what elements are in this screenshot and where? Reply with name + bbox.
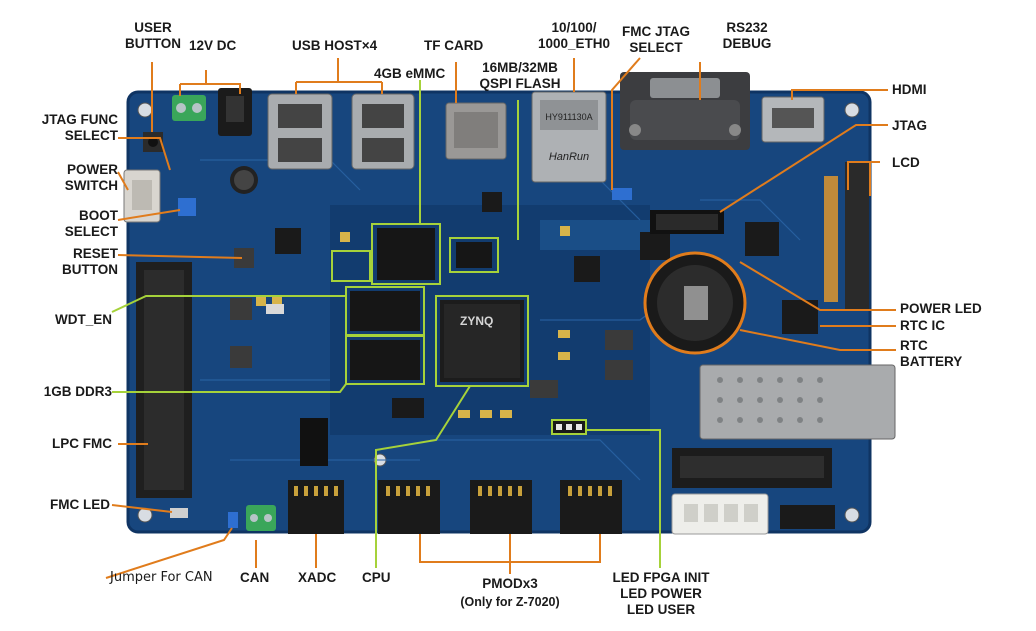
fmc-jtag-switch (612, 188, 632, 200)
label-cpu: CPU (362, 570, 391, 585)
label-xadc: XADC (298, 570, 337, 585)
label-led-power: LED POWER (620, 586, 702, 601)
ethernet-jack: HY911130A HanRun (531, 91, 607, 183)
hdmi-connector (761, 96, 825, 143)
sfp-cage (699, 364, 896, 440)
label-fmc-jtag-select: FMC JTAG SELECT (616, 24, 696, 56)
header-pins (294, 486, 612, 496)
label-eth0-line2: 1000_ETH0 (537, 36, 611, 51)
can-jumper (228, 512, 238, 528)
label-status-leds: LED FPGA INIT LED POWER LED USER (606, 570, 716, 618)
label-jtag-func-line1: JTAG FUNC (41, 112, 118, 127)
label-reset-line2: BUTTON (62, 262, 118, 277)
label-fmc-jtag-line2: SELECT (629, 40, 683, 55)
label-jtag-func-line2: SELECT (64, 128, 118, 143)
rs232-connector (620, 72, 750, 150)
fmc-led-part (170, 508, 188, 518)
label-reset-button: RESET BUTTON (14, 246, 118, 278)
highlight-boxes (331, 223, 529, 387)
lcd-connector (824, 162, 869, 310)
lpc-fmc-connector (136, 262, 192, 498)
label-user-button-line1: USER (134, 20, 172, 35)
usb-host-connectors (267, 93, 415, 170)
label-qspi-flash: 16MB/32MB QSPI FLASH (474, 60, 566, 92)
zynq-cpu: ZYNQ (440, 300, 524, 382)
label-led-fpga-init: LED FPGA INIT (612, 570, 710, 585)
label-rtc-battery: RTC BATTERY (900, 338, 962, 370)
label-rtc-battery-line2: BATTERY (900, 354, 963, 369)
pcie-slot (672, 448, 832, 488)
zynq-mark: ZYNQ (460, 314, 493, 328)
label-fmc-jtag-line1: FMC JTAG (622, 24, 690, 39)
wdt-jumper (266, 304, 284, 314)
label-lpc-fmc: LPC FMC (52, 436, 112, 451)
label-4gb-emmc: 4GB eMMC (374, 66, 446, 81)
misc-chips (230, 192, 818, 466)
label-power-led: POWER LED (900, 301, 982, 316)
label-12v-dc: 12V DC (189, 38, 237, 53)
label-1gb-ddr3: 1GB DDR3 (43, 384, 112, 399)
label-wdt-en: WDT_EN (55, 312, 112, 327)
label-boot-select-line2: SELECT (64, 224, 118, 239)
jtag-header (650, 210, 724, 234)
label-jtag: JTAG (892, 118, 928, 133)
emmc-chip (377, 228, 435, 280)
label-power-switch-line1: POWER (66, 162, 118, 177)
label-pmodx3: PMODx3 (482, 576, 538, 591)
sata-connector (780, 505, 835, 529)
label-qspi-line1: 16MB/32MB (482, 60, 558, 75)
label-power-switch-line2: SWITCH (64, 178, 118, 193)
label-eth0-line1: 10/100/ (551, 20, 597, 35)
label-boot-select: BOOT SELECT (14, 208, 118, 240)
label-qspi-line2: QSPI FLASH (479, 76, 561, 91)
small-caps (256, 226, 570, 418)
reset-button-part (234, 248, 254, 268)
tf-card-slot (445, 102, 507, 160)
rtc-battery-holder (643, 251, 747, 355)
label-power-switch: POWER SWITCH (14, 162, 118, 194)
ethernet-code: HY911130A (545, 112, 592, 122)
leader-lines-green (111, 80, 661, 568)
label-fmc-led: FMC LED (50, 497, 110, 512)
label-jtag-func-select: JTAG FUNC SELECT (14, 112, 118, 144)
label-usb-host: USB HOST×4 (292, 38, 378, 53)
label-rtc-battery-line1: RTC (900, 338, 928, 353)
qspi-chip (456, 242, 492, 268)
label-can: CAN (240, 570, 270, 585)
ethernet-brand: HanRun (549, 151, 589, 163)
user-button-part (143, 132, 163, 152)
dc-jack (218, 88, 252, 136)
label-rs232-line1: RS232 (726, 20, 768, 35)
label-led-user: LED USER (626, 602, 696, 617)
label-boot-select-line1: BOOT (79, 208, 118, 223)
label-pmod-note: (Only for Z-7020) (460, 595, 560, 609)
label-reset-line1: RESET (72, 246, 118, 261)
label-rs232-line2: DEBUG (722, 36, 772, 51)
status-leds (551, 419, 587, 435)
pmod-bracket (419, 534, 601, 574)
label-eth0: 10/100/ 1000_ETH0 (534, 20, 614, 52)
leader-lines (105, 57, 896, 579)
power-terminal-top (172, 95, 206, 121)
boot-select-switch (178, 198, 196, 216)
label-tf-card: TF CARD (424, 38, 484, 53)
label-lcd: LCD (892, 155, 920, 170)
label-hdmi: HDMI (892, 82, 927, 97)
power-switch (123, 169, 161, 223)
label-rs232-debug: RS232 DEBUG (712, 20, 782, 52)
label-user-button-line2: BUTTON (125, 36, 181, 51)
ddr3-chips (350, 291, 420, 380)
can-terminal (246, 505, 276, 531)
label-jumper-for-can: Jumper For CAN (110, 570, 213, 585)
electrolytic-cap (230, 166, 258, 194)
label-user-button: USER BUTTON (116, 20, 190, 52)
label-rtc-ic: RTC IC (900, 318, 945, 333)
molex-power (671, 493, 769, 535)
